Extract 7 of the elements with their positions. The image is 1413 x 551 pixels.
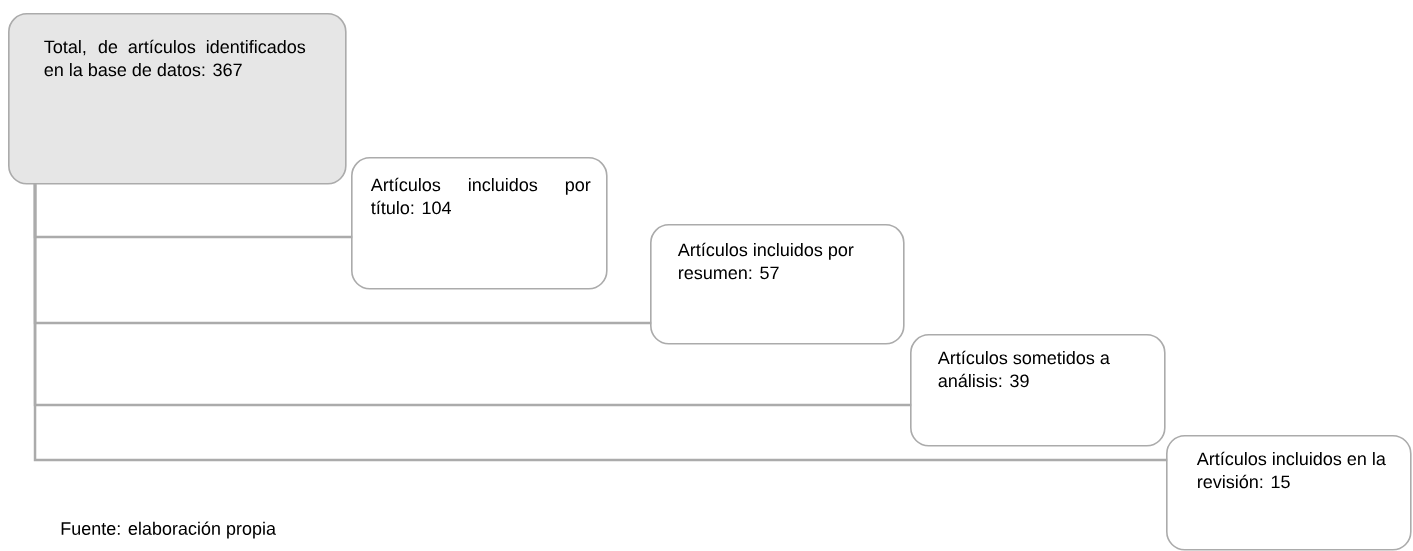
process-box: Artículos sometidos a análisis: 39: [910, 334, 1166, 447]
process-box: Total, de artículos identificados en la base de datos: 367: [8, 13, 347, 185]
process-box: Artículos incluidos por resumen: 57: [650, 224, 905, 345]
process-box: Artículos incluidos por título: 104: [351, 157, 608, 290]
source-note: Fuente: elaboración propia: [61, 521, 276, 539]
process-box: Artículos incluidos en la revisión: 15: [1166, 434, 1412, 551]
connector-line: [33, 183, 1168, 462]
